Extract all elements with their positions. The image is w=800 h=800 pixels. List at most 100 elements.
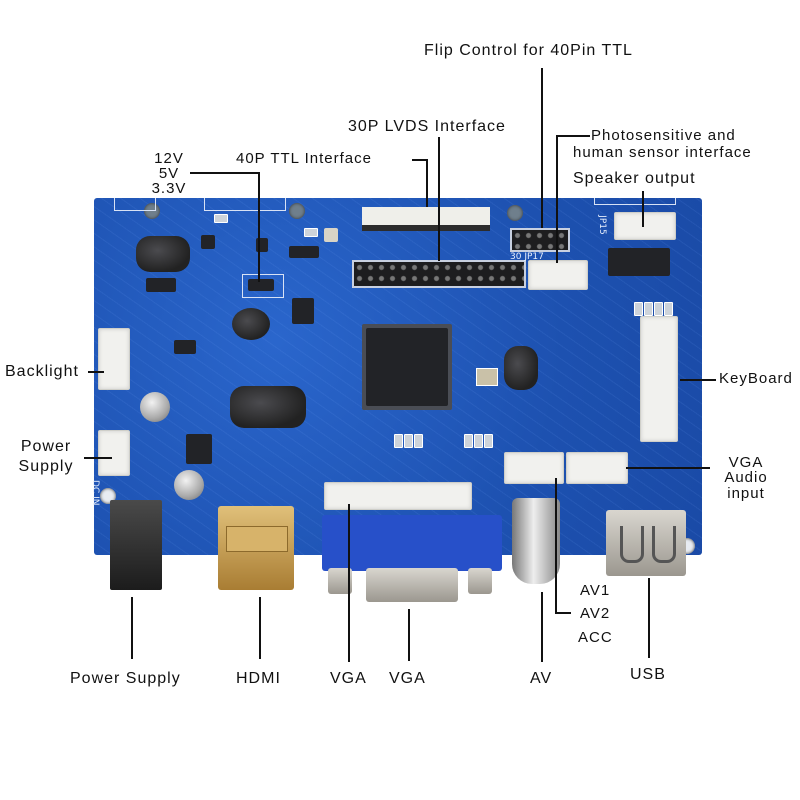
vga-port-shell (322, 515, 502, 571)
lvds-30p-connector (362, 207, 490, 231)
ic-soic (292, 298, 314, 324)
label-usb: USB (630, 666, 666, 683)
av-connector (504, 452, 564, 484)
label-power-supply-bottom: Power Supply (70, 670, 181, 687)
mounting-hole (289, 203, 305, 219)
smd-resistor (464, 434, 473, 448)
usb-port[interactable] (606, 510, 686, 576)
leader-line-av (541, 592, 543, 662)
smd-resistor (654, 302, 663, 316)
leader-line-speaker (642, 191, 644, 227)
mounting-hole (144, 203, 160, 219)
label-vga-audio-1: VGA (728, 454, 764, 471)
smd-resistor (404, 434, 413, 448)
leader-line-lvds (438, 137, 440, 261)
label-backlight: Backlight (5, 363, 79, 380)
dc-in-silk: DC IN (90, 480, 100, 506)
label-av1: AV1 (580, 582, 611, 599)
vga-screw (468, 568, 492, 594)
label-photosensitive-line1: Photosensitive and (591, 127, 736, 144)
leader-line-hdmi (259, 597, 261, 659)
leader-line-usb (648, 578, 650, 658)
vga-port[interactable] (366, 568, 458, 602)
leader-line-photo (556, 135, 558, 263)
smd-resistor (664, 302, 673, 316)
leader-line-backlight (88, 371, 104, 373)
leader-line-ttl (412, 159, 428, 161)
main-controller-chip (362, 324, 452, 410)
label-lvds: 30P LVDS Interface (348, 118, 506, 135)
leader-line-power-left (84, 457, 112, 459)
leader-line-keyboard (680, 379, 716, 381)
label-keyboard: KeyBoard (719, 370, 793, 387)
label-photosensitive-line2: human sensor interface (573, 144, 752, 161)
silk-outline (204, 198, 286, 211)
smd-resistor (414, 434, 423, 448)
ldo-regulator (174, 340, 196, 354)
dc-power-jack[interactable] (110, 500, 162, 590)
transistor (201, 235, 215, 249)
silk-outline (114, 198, 156, 211)
leader-line-power-bottom (131, 597, 133, 659)
voltage-jumper[interactable] (248, 279, 274, 291)
label-av: AV (530, 670, 553, 687)
label-power-left-2: Supply (18, 458, 74, 475)
label-vga-header: VGA (330, 670, 367, 687)
label-vga-port: VGA (389, 670, 426, 687)
smd-resistor (474, 434, 483, 448)
photosensitive-connector (528, 260, 588, 290)
electrolytic-capacitor (174, 470, 204, 500)
label-speaker: Speaker output (573, 170, 696, 187)
leader-line-vga-header (348, 504, 350, 662)
leader-line-ttl (426, 159, 428, 207)
crystal (476, 368, 498, 386)
inductor (230, 386, 306, 428)
jp17-silk: 30 JP17 (510, 252, 544, 262)
label-12v: 12V (154, 150, 184, 167)
label-vga-audio-3: input (727, 485, 765, 502)
inductor (232, 308, 270, 340)
smd-resistor (484, 434, 493, 448)
label-5v: 5V (158, 165, 180, 182)
audio-amp-chip (608, 248, 670, 276)
label-3-3v: 3.3V (151, 180, 187, 197)
label-acc: ACC (578, 629, 613, 646)
label-power-left-1: Power (20, 438, 72, 455)
smd-resistor (394, 434, 403, 448)
regulator-chip (146, 278, 176, 292)
hdmi-port[interactable] (218, 506, 294, 590)
flip-control-jumper[interactable] (510, 228, 570, 252)
leader-line-voltage (258, 172, 260, 282)
leader-line-photo (556, 135, 590, 137)
backlight-connector (98, 328, 130, 390)
voltage-jumper-outline (242, 274, 284, 298)
vga-header-connector (324, 482, 472, 510)
leader-line-vga-audio (626, 467, 710, 469)
label-ttl: 40P TTL Interface (236, 150, 372, 167)
keyboard-connector (640, 316, 678, 442)
power-supply-side-connector (98, 430, 130, 476)
speaker-connector (614, 212, 676, 240)
leader-line-voltage (190, 172, 260, 174)
mounting-hole (507, 205, 523, 221)
leader-line-vga-port (408, 609, 410, 661)
vga-audio-connector (566, 452, 628, 484)
jp15-silk: JP15 (596, 215, 607, 235)
smd-resistor (304, 228, 318, 237)
silk-outline (594, 198, 676, 205)
ttl-40p-header (352, 260, 526, 288)
ic-soic (186, 434, 212, 464)
electrolytic-capacitor (140, 392, 170, 422)
av-rca-jack[interactable] (512, 498, 560, 584)
leader-line-av2 (555, 478, 557, 612)
inductor (136, 236, 190, 272)
diode (289, 246, 319, 258)
pcb-board: 30 JP17 JP15 DC IN (90, 198, 702, 555)
inductor (504, 346, 538, 390)
leader-line-flip (541, 68, 543, 228)
potentiometer[interactable] (324, 228, 338, 242)
smd-resistor (634, 302, 643, 316)
smd-resistor (214, 214, 228, 223)
label-av2: AV2 (580, 605, 611, 622)
leader-line-av2 (555, 612, 571, 614)
